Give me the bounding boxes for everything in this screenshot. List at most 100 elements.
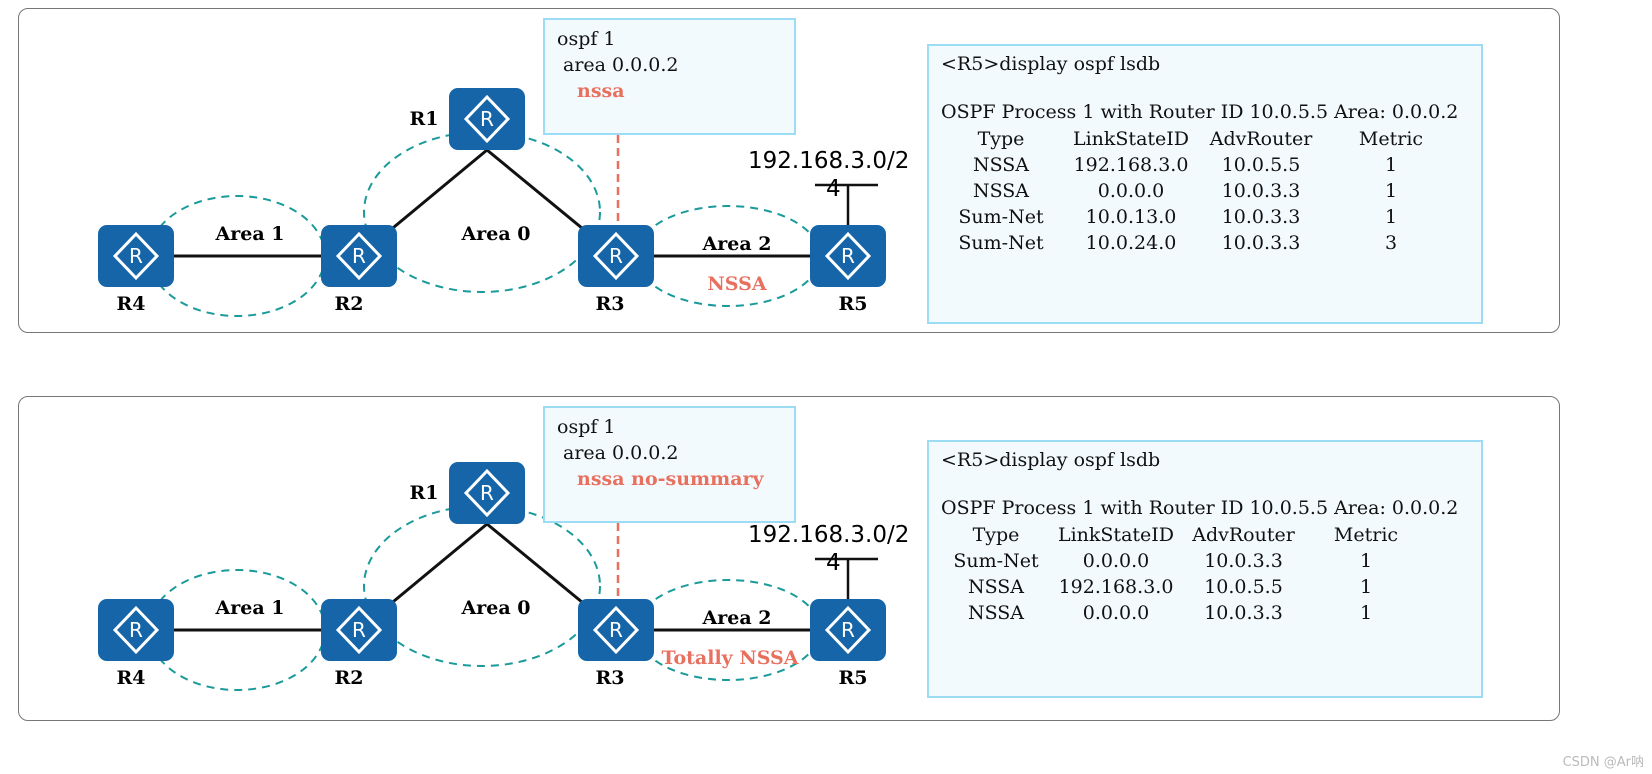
lsdb-row: Sum-Net 10.0.13.0 10.0.3.3 1: [941, 204, 1461, 230]
lsdb-row: NSSA 192.168.3.0 10.0.5.5 1: [941, 574, 1426, 600]
router-body: [578, 599, 654, 661]
lsdb-header-cell: LinkStateID: [1057, 524, 1175, 546]
router-label-r2: R2: [334, 667, 363, 689]
lsdb-cell: NSSA: [972, 180, 1030, 202]
router-r1[interactable]: R: [449, 462, 525, 524]
router-r2[interactable]: R: [321, 599, 397, 661]
panel-1-frame: [18, 8, 1560, 333]
router-body: [321, 225, 397, 287]
lsdb-header-cell: AdvRouter: [1209, 128, 1313, 150]
lsdb-process-line: OSPF Process 1 with Router ID 10.0.5.5 A…: [941, 101, 1459, 123]
router-label-r5: R5: [838, 667, 867, 689]
area0-boundary: [363, 131, 601, 293]
area1-label: Area 1: [215, 597, 285, 619]
lsdb-cell: 1: [1384, 180, 1398, 202]
svg-text:R: R: [129, 244, 143, 268]
config-line: ospf 1: [557, 416, 616, 438]
lsdb-command: <R5>display ospf lsdb: [941, 449, 1161, 471]
lsdb-cell: 10.0.5.5: [1221, 154, 1301, 176]
area2-label: Area 2: [702, 233, 772, 255]
svg-text:R: R: [609, 244, 623, 268]
lsdb-cell: 10.0.3.3: [1221, 206, 1301, 228]
lsdb-cell: Sum-Net: [953, 550, 1039, 572]
router-r4[interactable]: R: [98, 599, 174, 661]
svg-text:R: R: [480, 481, 494, 505]
router-icon: R: [335, 231, 383, 281]
router-label-r3: R3: [595, 667, 624, 689]
lsdb-cell: 1: [1359, 576, 1373, 598]
lsdb-cell: 1: [1384, 154, 1398, 176]
lsdb-cell: 1: [1359, 602, 1373, 624]
router-r2[interactable]: R: [321, 225, 397, 287]
router-icon: R: [824, 605, 872, 655]
lsdb-process-line: OSPF Process 1 with Router ID 10.0.5.5 A…: [941, 497, 1459, 519]
router-r4[interactable]: R: [98, 225, 174, 287]
svg-text:R: R: [129, 618, 143, 642]
config-line: ospf 1: [557, 28, 616, 50]
lsdb-header-row: Type LinkStateID AdvRouter Metric: [941, 522, 1426, 548]
lsdb-cell: 192.168.3.0: [1058, 576, 1174, 598]
area2-label: Area 2: [702, 607, 772, 629]
router-icon: R: [463, 468, 511, 518]
lsdb-cell: 10.0.24.0: [1085, 232, 1177, 254]
router-icon: R: [112, 231, 160, 281]
lsdb-cell: 1: [1384, 206, 1398, 228]
router-icon: R: [463, 94, 511, 144]
router-body: [321, 599, 397, 661]
router-label-r4: R4: [116, 293, 145, 315]
lsdb-header-cell: Type: [977, 128, 1025, 150]
svg-text:R: R: [841, 244, 855, 268]
router-label-r1: R1: [409, 108, 438, 130]
router-body: [98, 599, 174, 661]
router-body: [449, 462, 525, 524]
router-r3[interactable]: R: [578, 599, 654, 661]
lsdb-cell: 10.0.13.0: [1085, 206, 1177, 228]
router-r5[interactable]: R: [810, 599, 886, 661]
router-body: [810, 599, 886, 661]
lsdb-header-cell: Type: [972, 524, 1020, 546]
router-icon: R: [335, 605, 383, 655]
svg-text:R: R: [609, 618, 623, 642]
router-label-r4: R4: [116, 667, 145, 689]
svg-text:R: R: [352, 618, 366, 642]
router-r1[interactable]: R: [449, 88, 525, 150]
area2-type-label: NSSA: [707, 273, 766, 295]
area2-type-label: Totally NSSA: [662, 647, 799, 669]
lsdb-cell: 192.168.3.0: [1073, 154, 1189, 176]
router-icon: R: [592, 231, 640, 281]
lsdb-cell: 10.0.3.3: [1204, 550, 1283, 572]
router-body: [578, 225, 654, 287]
lsdb-cell: NSSA: [967, 576, 1025, 598]
router-r3[interactable]: R: [578, 225, 654, 287]
lsdb-cell: 0.0.0.0: [1082, 602, 1150, 624]
lsdb-cell: 10.0.5.5: [1204, 576, 1283, 598]
network-label-cont: 4: [826, 176, 841, 202]
router-label-r3: R3: [595, 293, 624, 315]
lsdb-cell: NSSA: [967, 602, 1025, 624]
lsdb-cell: 10.0.3.3: [1204, 602, 1283, 624]
lsdb-cell: 0.0.0.0: [1082, 550, 1150, 572]
lsdb-cell: 3: [1384, 232, 1398, 254]
svg-text:R: R: [480, 107, 494, 131]
svg-text:R: R: [841, 618, 855, 642]
router-body: [98, 225, 174, 287]
lsdb-row: NSSA 0.0.0.0 10.0.3.3 1: [941, 600, 1426, 626]
lsdb-header-cell: Metric: [1333, 524, 1399, 546]
config-line: area 0.0.0.2: [563, 442, 679, 464]
router-body: [449, 88, 525, 150]
lsdb-cell: Sum-Net: [958, 206, 1044, 228]
router-icon: R: [112, 605, 160, 655]
network-label: 192.168.3.0/2: [748, 148, 909, 174]
lsdb-header-cell: AdvRouter: [1192, 524, 1295, 546]
router-r5[interactable]: R: [810, 225, 886, 287]
lsdb-cell: Sum-Net: [958, 232, 1044, 254]
